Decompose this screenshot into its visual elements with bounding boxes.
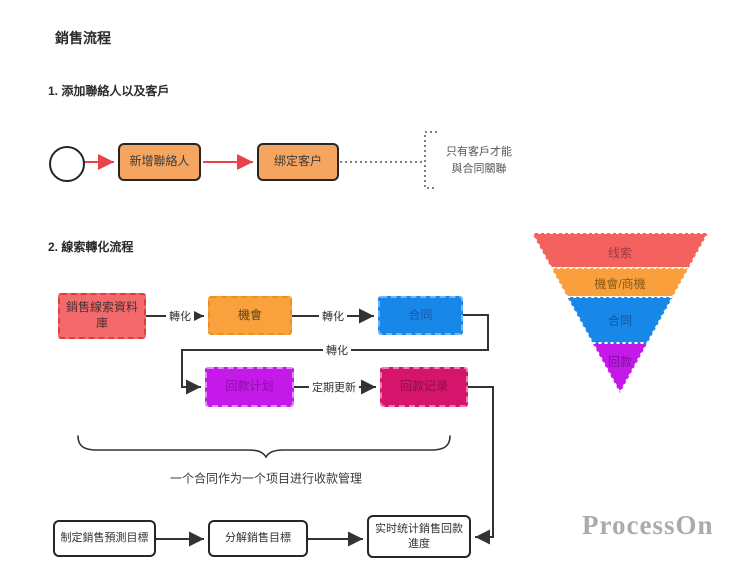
arrow-payment-record-to-stats	[468, 386, 494, 545]
edge-label-convert-2: 轉化	[319, 308, 347, 324]
node-leads-line-1: 銷售線索資料	[65, 300, 138, 315]
funnel-label-payment: 回款	[608, 355, 632, 369]
node-opportunity-label: 機會	[237, 307, 262, 322]
node-payment-plan: 回款计划	[205, 367, 294, 407]
funnel-layer-leads	[532, 233, 708, 269]
node-bind-customer: 绑定客户	[257, 143, 339, 181]
edge-label-convert-3: 轉化	[323, 342, 351, 358]
page-title: 銷售流程	[55, 30, 111, 46]
section-1-label: 1. 添加聯絡人以及客戶	[48, 84, 170, 98]
node-leads-line-2: 庫	[95, 316, 108, 330]
note-customer-contract: 只有客戶才能 與合同關聯	[436, 144, 522, 177]
node-leads-database: 銷售線索資料 庫	[58, 293, 146, 339]
node-bind-customer-label: 绑定客户	[273, 154, 322, 169]
node-breakdown-target: 分解銷售目標	[208, 520, 308, 557]
funnel-layer-payment	[590, 342, 650, 395]
node-add-contact-label: 新增聯絡人	[129, 154, 190, 169]
node-payment-plan-label: 回款计划	[225, 379, 274, 394]
node-realtime-stats: 实时统计銷售回款 進度	[367, 515, 471, 558]
funnel-label-leads: 线索	[608, 246, 632, 260]
node-breakdown-label: 分解銷售目標	[225, 532, 291, 545]
node-opportunity: 機會	[208, 296, 292, 335]
node-add-contact: 新增聯絡人	[118, 143, 201, 181]
funnel-label-opportunity: 機會/商機	[594, 276, 645, 291]
processon-watermark: ProcessOn	[582, 510, 714, 540]
edge-label-periodic-update: 定期更新	[309, 379, 359, 395]
funnel-label-contract: 合同	[608, 313, 632, 328]
start-node	[49, 146, 85, 182]
node-forecast-label: 制定銷售預測目標	[60, 532, 149, 545]
brace-annotation: 一个合同作为一个项目进行收款管理	[169, 471, 363, 486]
node-stats-line-2: 進度	[408, 537, 430, 550]
node-contract-label: 合同	[408, 307, 433, 322]
sales-funnel: 线索 機會/商機 合同 回款	[532, 233, 708, 395]
node-payment-record: 回款记录	[380, 367, 468, 407]
edge-label-convert-1: 轉化	[166, 308, 194, 324]
underbrace	[77, 435, 451, 459]
note-line-2: 與合同關聯	[451, 162, 507, 175]
node-payment-record-label: 回款记录	[399, 379, 448, 394]
node-forecast-target: 制定銷售預測目標	[53, 520, 156, 557]
note-line-1: 只有客戶才能	[446, 146, 512, 158]
section-2-label: 2. 線索轉化流程	[48, 240, 134, 254]
node-stats-line-1: 实时统计銷售回款	[375, 523, 463, 536]
node-contract: 合同	[378, 296, 463, 335]
